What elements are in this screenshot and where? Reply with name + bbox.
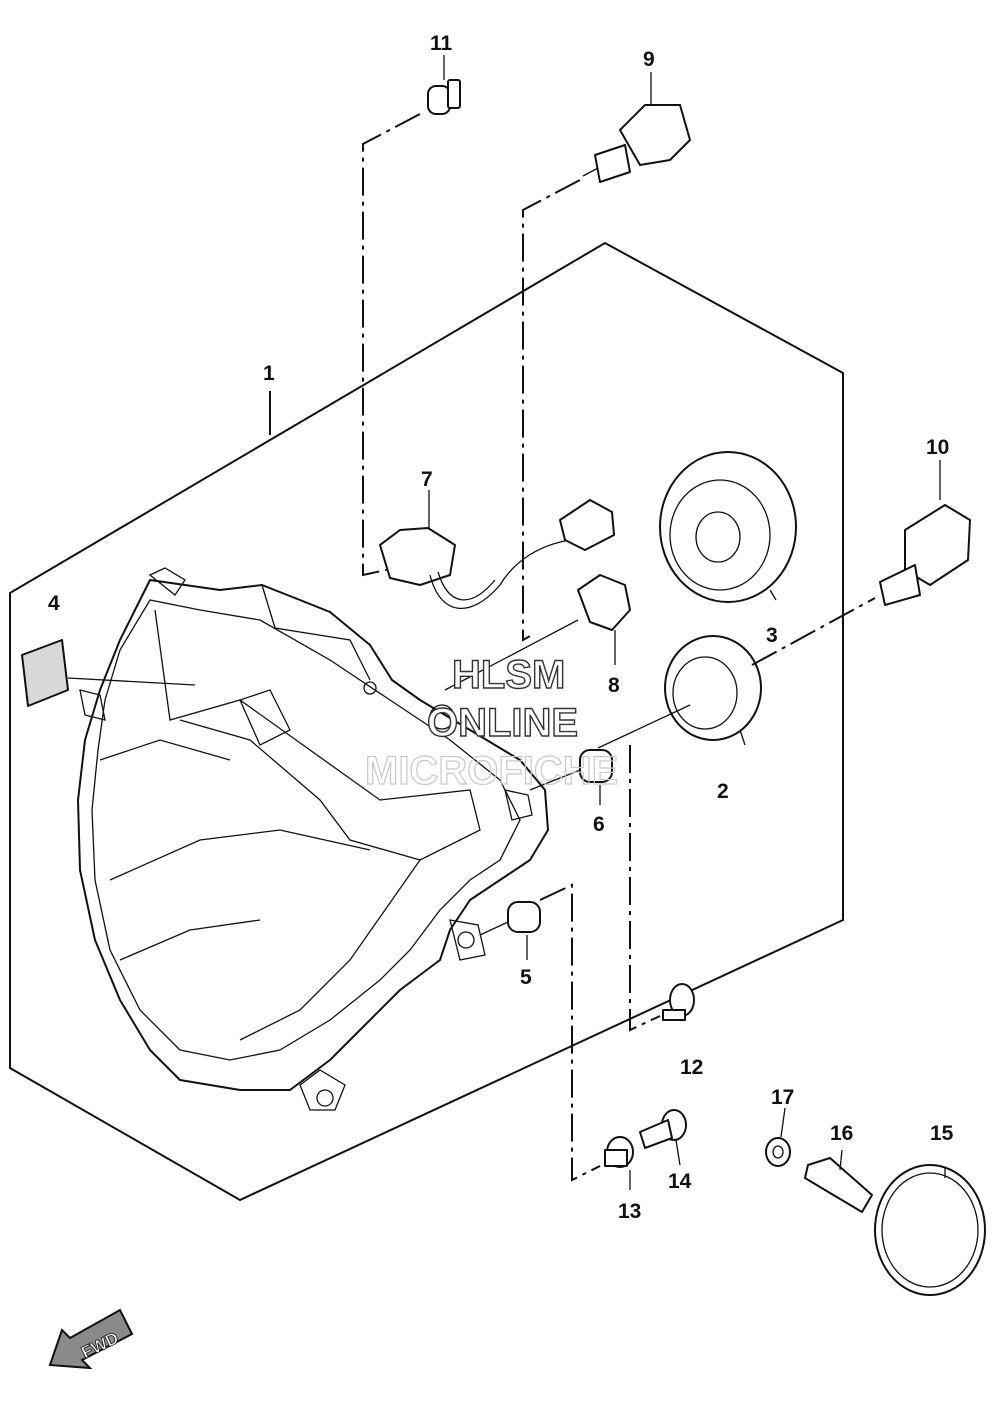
callout-7: 7 xyxy=(421,468,433,491)
watermark-line2: ONLINE xyxy=(427,701,578,745)
callout-11: 11 xyxy=(430,32,453,55)
socket-harness-part xyxy=(379,499,615,610)
reflector-part xyxy=(21,639,196,707)
callout-2: 2 xyxy=(717,780,729,803)
callout-10: 10 xyxy=(926,436,949,459)
callout-1: 1 xyxy=(263,362,275,385)
adjuster-shaft-part xyxy=(804,1149,873,1213)
headlight-bulb-part xyxy=(522,104,691,642)
watermark-line1: HLSM xyxy=(452,653,565,697)
callout-17: 17 xyxy=(771,1086,794,1109)
callout-labels: 1 2 3 4 5 6 7 8 9 10 11 12 13 14 15 16 1… xyxy=(48,32,954,1223)
headlamp-housing xyxy=(77,567,549,1111)
callout-5: 5 xyxy=(520,966,532,989)
screw-part xyxy=(629,745,695,1032)
bolt-part xyxy=(639,1109,687,1149)
callout-4: 4 xyxy=(48,592,60,615)
fwd-arrow-icon: FWD xyxy=(48,1308,134,1370)
position-bulb-part xyxy=(362,79,461,577)
callout-12: 12 xyxy=(680,1056,703,1079)
grommet-lower-part xyxy=(479,883,601,1182)
callout-13: 13 xyxy=(618,1200,641,1223)
grommet-part xyxy=(529,749,613,791)
collar-part xyxy=(604,1136,634,1168)
cap-part xyxy=(874,1164,986,1296)
watermark: HLSM ONLINE MICROFICHE xyxy=(364,652,619,793)
high-beam-bulb-part xyxy=(751,504,971,666)
callout-3: 3 xyxy=(766,624,778,647)
callout-16: 16 xyxy=(830,1122,853,1145)
washer-part xyxy=(765,1107,791,1167)
callout-6: 6 xyxy=(593,813,605,836)
watermark-line3: MICROFICHE xyxy=(365,749,618,793)
dust-cover-part xyxy=(659,451,797,603)
callout-15: 15 xyxy=(930,1122,954,1145)
callout-9: 9 xyxy=(643,48,655,71)
socket-part xyxy=(444,574,631,691)
leader-lines xyxy=(428,55,941,1190)
rubber-ring-part xyxy=(597,635,762,749)
callout-14: 14 xyxy=(668,1170,692,1193)
assembly-outline xyxy=(9,241,844,1202)
callout-8: 8 xyxy=(608,674,620,697)
